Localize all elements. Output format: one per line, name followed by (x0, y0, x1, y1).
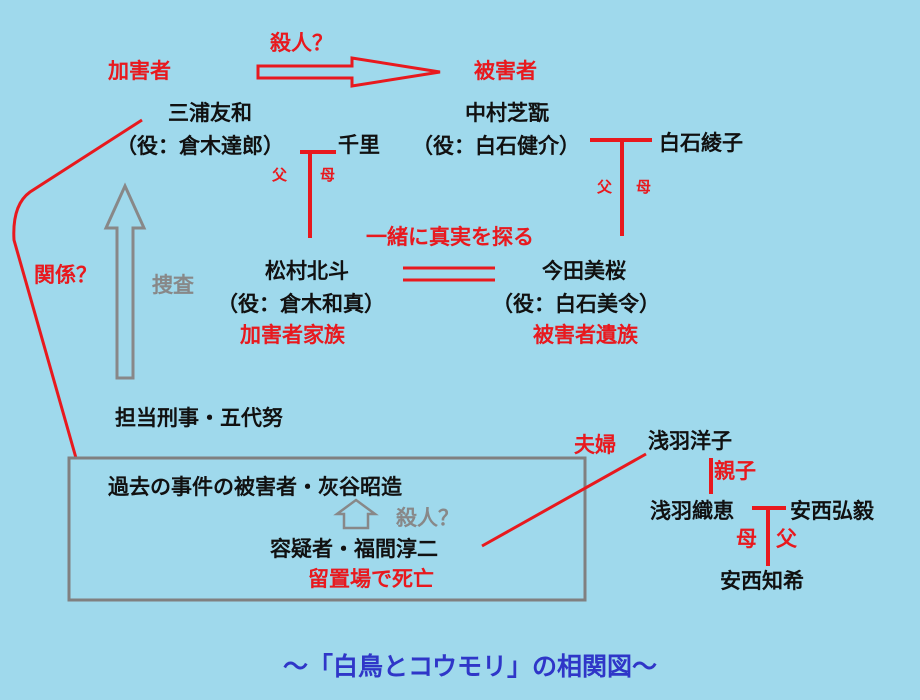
past-case-box (67, 456, 587, 602)
murder-question-label: 殺人？ (270, 31, 333, 55)
miura-role: （役：倉木達郎） (116, 134, 284, 158)
nakamura-role: （役：白石健介） (412, 134, 580, 158)
anzai-tomoki-name: 安西知希 (720, 569, 804, 593)
asaba-orie-name: 浅羽織恵 (650, 499, 734, 523)
imada-name: 今田美桜 (542, 259, 626, 283)
matsumura-role: （役：倉木和真） (217, 292, 385, 316)
miura-father-label: 父 (272, 166, 288, 184)
diagram-title: 〜「白鳥とコウモリ」の相関図〜 (282, 652, 658, 681)
chisato-name: 千里 (338, 133, 380, 157)
miura-name: 三浦友和 (168, 101, 252, 125)
imada-role: （役：白石美令） (492, 292, 660, 316)
couple-label: 夫婦 (574, 433, 616, 457)
anzai-mother-label: 母 (736, 527, 757, 551)
suspect-name: 容疑者・福間淳二 (270, 537, 438, 561)
shiraishi-father-label: 父 (597, 178, 613, 196)
anzai-hiroki-name: 安西弘毅 (790, 499, 874, 523)
anzai-father-label: 父 (776, 527, 797, 551)
detective-name: 担当刑事・五代努 (115, 406, 283, 430)
relation-question-label: 関係？ (34, 263, 97, 287)
couple-line (481, 452, 647, 548)
shiraishi-mother-label: 母 (636, 178, 652, 196)
victim-family-label: 被害者遺族 (533, 323, 638, 347)
asaba-yoko-name: 浅羽洋子 (648, 429, 732, 453)
victim-label: 被害者 (474, 59, 537, 83)
shiraishi-ayako-name: 白石綾子 (659, 131, 743, 155)
investigation-arrow (103, 182, 147, 380)
nakamura-name: 中村芝翫 (465, 101, 549, 125)
matsumura-name: 松村北斗 (265, 259, 349, 283)
parent-child-label: 親子 (714, 459, 756, 483)
died-in-custody-label: 留置場で死亡 (308, 567, 434, 591)
investigation-label: 捜査 (152, 273, 194, 297)
past-victim-name: 過去の事件の被害者・灰谷昭造 (108, 475, 402, 499)
relation-curve (12, 118, 143, 459)
assailant-label: 加害者 (108, 59, 171, 83)
together-label: 一緒に真実を探る (366, 225, 534, 249)
murder-question-small-label: 殺人？ (396, 506, 459, 530)
assailant-family-label: 加害者家族 (240, 323, 345, 347)
suspect-to-victim-arrow (333, 498, 379, 530)
murder-arrow (256, 56, 441, 88)
miura-mother-label: 母 (320, 166, 336, 184)
